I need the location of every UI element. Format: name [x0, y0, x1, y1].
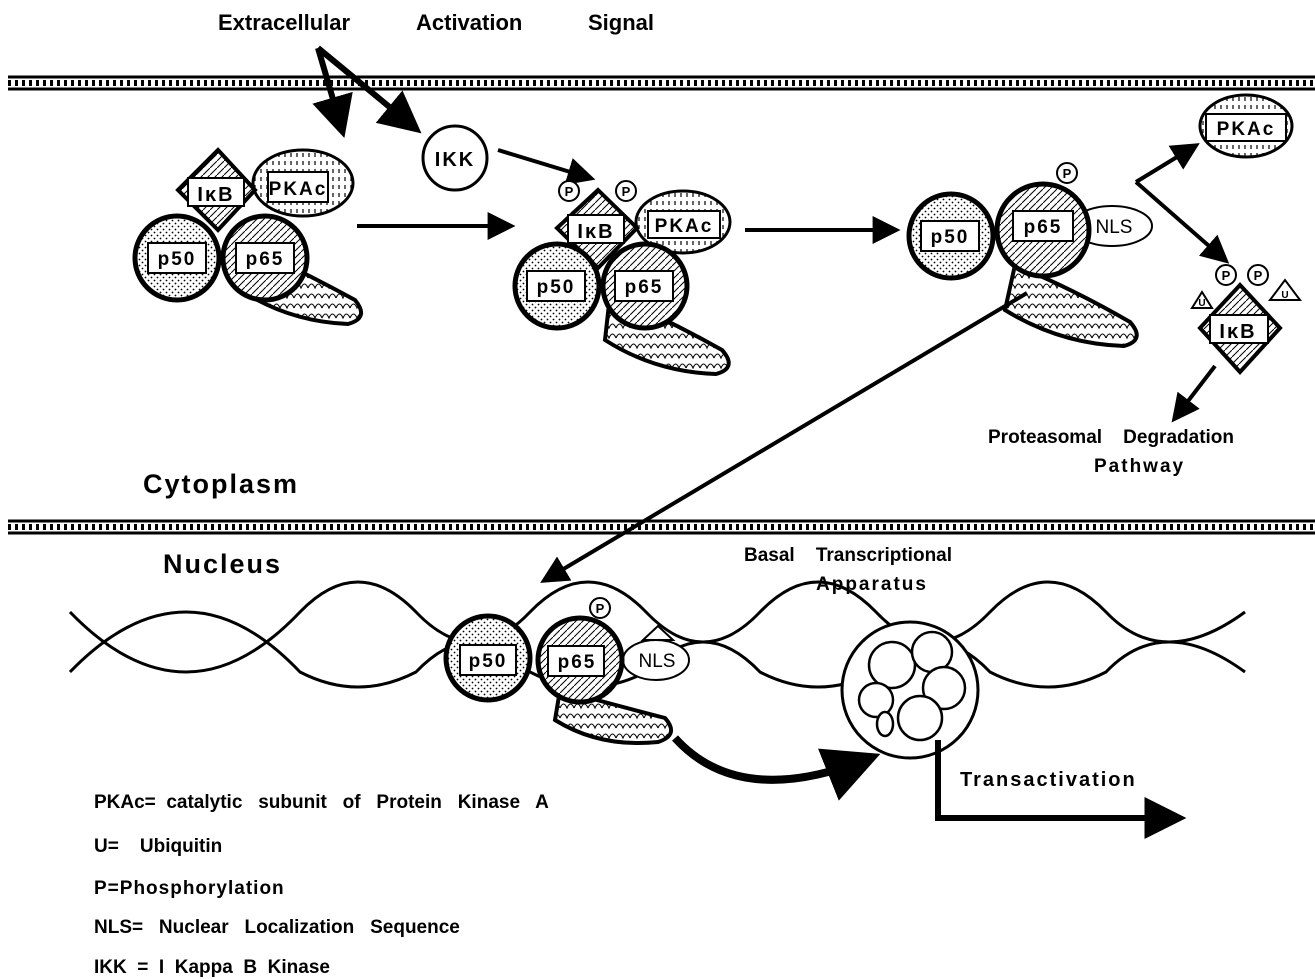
- ikb-ubiquitinated: IκB P P U U: [1190, 264, 1302, 375]
- cytoplasm-label: Cytoplasm: [143, 469, 299, 499]
- signal-label-signal: Signal: [588, 10, 654, 35]
- legend-pkac: PKAc= catalytic subunit of Protein Kinas…: [94, 792, 549, 813]
- legend-phosphorylation: P=Phosphorylation: [94, 878, 285, 899]
- proteasomal-label-line1: Proteasomal Degradation: [988, 427, 1234, 448]
- signal-arrows: [312, 45, 422, 139]
- ikb-label: IκB: [577, 221, 614, 243]
- nls-label: NLS: [639, 651, 676, 672]
- ikk-label: IKK: [435, 149, 475, 171]
- nfkb-dimer-nuclear: NLS p50 p65 P: [443, 597, 690, 746]
- p50-label: p50: [537, 277, 576, 298]
- transactivation-arrow: [935, 740, 1187, 839]
- basal-transcriptional-apparatus: [840, 620, 980, 760]
- ikk-molecule: IKK: [421, 124, 489, 192]
- phospho-label: P: [596, 601, 605, 616]
- legend: PKAc= catalytic subunit of Protein Kinas…: [94, 792, 549, 978]
- p65-label: p65: [246, 249, 285, 270]
- phospho-label: P: [565, 184, 574, 199]
- nfkb-complex-phosphorylated: PKAc IκB P P p50 p65: [512, 180, 732, 377]
- nuclear-membrane: [8, 519, 1315, 535]
- ubiquitin-label: U: [1198, 298, 1205, 309]
- basal-label-line2: Apparatus: [816, 574, 928, 595]
- basal-label-line1: Basal Transcriptional: [744, 545, 952, 566]
- pkac-label: PKAc: [1217, 119, 1276, 140]
- plasma-membrane: [8, 75, 1315, 91]
- phospho-label: P: [1222, 268, 1231, 283]
- nuclear-translocation-arrow: [540, 291, 1029, 583]
- ikb-label: IκB: [197, 184, 234, 206]
- transactivation-label: Transactivation: [960, 769, 1137, 791]
- nls-label: NLS: [1096, 217, 1133, 238]
- nfkb-dimer-active-cytoplasm: NLS p50 p65 P: [906, 162, 1153, 349]
- release-arrows: [1134, 143, 1230, 264]
- phospho-label: P: [1254, 268, 1263, 283]
- pkac-released: PKAc: [1198, 93, 1294, 159]
- ubiquitin-label: U: [1281, 290, 1288, 301]
- legend-ubiquitin: U= Ubiquitin: [94, 836, 222, 857]
- p50-label: p50: [931, 227, 970, 248]
- legend-ikk: IKK = I Kappa B Kinase: [94, 957, 330, 978]
- legend-nls: NLS= Nuclear Localization Sequence: [94, 917, 460, 938]
- p65-label: p65: [625, 277, 664, 298]
- proteasomal-label-line2: Pathway: [1094, 456, 1185, 477]
- activation-arrow: [672, 735, 881, 801]
- phospho-label: P: [622, 184, 631, 199]
- pkac-label: PKAc: [269, 179, 328, 200]
- ikk-to-complex-arrow: [497, 148, 596, 185]
- p65-label: p65: [1024, 217, 1063, 238]
- signal-label-activation: Activation: [416, 10, 522, 35]
- arrow-to-proteasome: [1171, 364, 1217, 423]
- nucleus-label: Nucleus: [163, 549, 282, 579]
- signal-label-extracellular: Extracellular: [218, 10, 351, 35]
- p50-label: p50: [469, 651, 508, 672]
- phospho-label: P: [1063, 166, 1072, 181]
- p65-label: p65: [558, 652, 597, 673]
- p50-label: p50: [158, 249, 197, 270]
- ikb-label: IκB: [1219, 321, 1256, 343]
- pkac-label: PKAc: [655, 216, 714, 237]
- nfkb-complex-inactive: PKAc IκB p50 p65: [132, 147, 364, 327]
